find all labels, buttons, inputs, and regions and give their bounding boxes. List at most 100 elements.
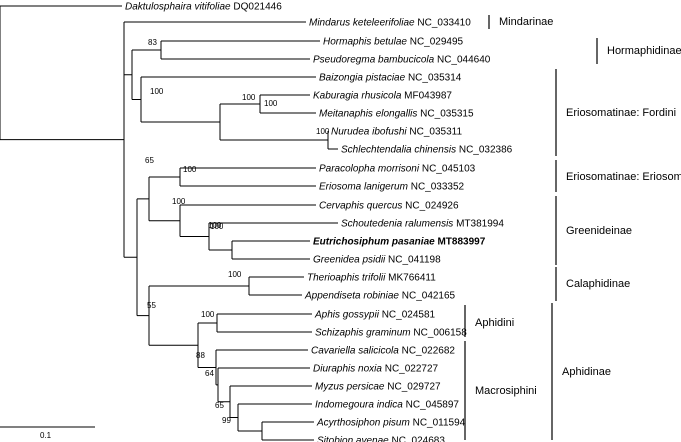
taxon-label: Cavariella salicicola NC_022682 (311, 346, 455, 357)
species-name: Kaburagia rhusicola (313, 91, 402, 102)
species-name: Pseudoregma bambucicola (313, 55, 435, 66)
species-name: Cervaphis quercus (319, 201, 402, 212)
clade-label: Eriosomatinae: Fordini (566, 107, 676, 119)
species-name: Sitobion avenae (317, 436, 389, 442)
accession-number: NC_035314 (405, 73, 462, 84)
species-name: Daktulosphaira vitifoliae (125, 2, 231, 13)
species-name: Cavariella salicicola (311, 346, 399, 357)
accession-number: NC_042165 (399, 291, 456, 302)
species-name: Nurudea ibofushi (331, 127, 407, 138)
clade-label: Aphidinae (562, 366, 611, 378)
taxon-label: Indomegoura indica NC_045897 (315, 400, 459, 411)
bootstrap-value: 88 (196, 351, 205, 360)
clade-label: Eriosomatinae: Eriosomatini (566, 171, 681, 183)
bootstrap-value: 100 (172, 197, 186, 206)
taxon-label: Nurudea ibofushi NC_035311 (331, 127, 462, 138)
taxon-label: Schlechtendalia chinensis NC_032386 (341, 145, 513, 156)
taxon-label: Greenidea psidii NC_041198 (313, 255, 441, 266)
taxon-label: Sitobion avenae NC_024683 (317, 436, 445, 442)
species-name: Schoutedenia ralumensis (341, 219, 453, 230)
bootstrap-value: 100 (183, 165, 197, 174)
accession-number: MT883997 (435, 237, 486, 248)
species-name: Hormaphis betulae (323, 37, 407, 48)
bootstrap-value: 100 (201, 310, 215, 319)
taxon-label: Meitanaphis elongallis NC_035315 (319, 109, 474, 120)
species-name: Schizaphis graminum (315, 328, 411, 339)
species-name: Myzus persicae (315, 382, 385, 393)
accession-number: NC_006158 (411, 328, 468, 339)
bootstrap-value: 100 (210, 222, 224, 231)
species-name: Aphis gossypii (314, 310, 380, 321)
accession-number: NC_024683 (389, 436, 446, 442)
taxon-label: Schoutedenia ralumensis MT381994 (341, 219, 504, 230)
accession-number: NC_045897 (403, 400, 460, 411)
bootstrap-value: 55 (147, 301, 156, 310)
bootstrap-value: 100 (150, 87, 164, 96)
taxon-label: Diuraphis noxia NC_022727 (313, 364, 439, 375)
accession-number: MK766411 (385, 273, 436, 284)
accession-number: NC_029727 (384, 382, 441, 393)
species-name: Baizongia pistaciae (319, 73, 406, 84)
accession-number: NC_045103 (419, 164, 476, 175)
bootstrap-value: 100 (208, 221, 222, 230)
clade-label: Calaphidinae (566, 278, 630, 290)
accession-number: NC_024581 (379, 310, 436, 321)
accession-number: NC_011594 (410, 418, 466, 429)
bootstrap-value: 100 (228, 270, 242, 279)
clade-label: Aphidini (475, 317, 514, 329)
accession-number: NC_035311 (407, 127, 463, 138)
species-name: Mindarus keteleerifoliae (309, 18, 415, 29)
accession-number: NC_032386 (456, 145, 513, 156)
scale-bar: 0.1 (0, 426, 95, 440)
species-name: Appendiseta robiniae (304, 291, 399, 302)
taxon-labels: Daktulosphaira vitifoliae DQ021446Mindar… (125, 2, 513, 442)
clade-label: Greenideinae (566, 225, 632, 237)
clade-label: Hormaphidinae (607, 45, 681, 57)
accession-number: NC_033410 (415, 18, 472, 29)
scale-bar-label: 0.1 (40, 431, 52, 440)
bootstrap-value: 65 (145, 156, 154, 165)
bootstrap-value: 64 (205, 369, 214, 378)
bootstrap-value: 100 (316, 127, 330, 136)
taxon-label: Paracolopha morrisoni NC_045103 (319, 164, 476, 175)
accession-number: NC_044640 (434, 55, 491, 66)
bootstrap-value: 100 (264, 99, 278, 108)
accession-number: NC_022682 (399, 346, 456, 357)
bootstrap-value: 99 (222, 416, 231, 425)
species-name: Diuraphis noxia (313, 364, 382, 375)
species-name: Eriosoma lanigerum (319, 182, 408, 193)
bootstrap-value: 65 (215, 401, 224, 410)
taxon-label: Kaburagia rhusicola MF043987 (313, 91, 452, 102)
bootstrap-value: 100 (242, 93, 256, 102)
taxon-label: Cervaphis quercus NC_024926 (319, 201, 459, 212)
clade-label: Macrosiphini (475, 385, 537, 397)
accession-number: NC_033352 (408, 182, 465, 193)
taxon-label: Eutrichosiphum pasaniae MT883997 (313, 237, 486, 248)
species-name: Meitanaphis elongallis (319, 109, 417, 120)
taxon-label: Schizaphis graminum NC_006158 (315, 328, 467, 339)
bootstrap-values: 8310010010010065100100100100551001008864… (145, 38, 330, 425)
species-name: Eutrichosiphum pasaniae (313, 237, 435, 248)
accession-number: NC_029495 (407, 37, 464, 48)
tree-branches (0, 5, 338, 441)
species-name: Therioaphis trifolii (307, 273, 386, 284)
taxon-label: Pseudoregma bambucicola NC_044640 (313, 55, 491, 66)
taxon-label: Therioaphis trifolii MK766411 (307, 273, 436, 284)
taxon-label: Aphis gossypii NC_024581 (314, 310, 436, 321)
species-name: Indomegoura indica (315, 400, 403, 411)
taxon-label: Eriosoma lanigerum NC_033352 (319, 182, 465, 193)
accession-number: DQ021446 (231, 2, 283, 13)
taxon-label: Mindarus keteleerifoliae NC_033410 (309, 18, 471, 29)
species-name: Greenidea psidii (313, 255, 386, 266)
species-name: Schlechtendalia chinensis (341, 145, 456, 156)
taxon-label: Daktulosphaira vitifoliae DQ021446 (125, 2, 282, 13)
accession-number: NC_022727 (382, 364, 439, 375)
taxon-label: Appendiseta robiniae NC_042165 (304, 291, 456, 302)
accession-number: NC_035315 (417, 109, 474, 120)
accession-number: MF043987 (401, 91, 452, 102)
species-name: Acyrthosiphon pisum (316, 418, 410, 429)
taxon-label: Baizongia pistaciae NC_035314 (319, 73, 462, 84)
clade-label: Mindarinae (499, 16, 553, 28)
